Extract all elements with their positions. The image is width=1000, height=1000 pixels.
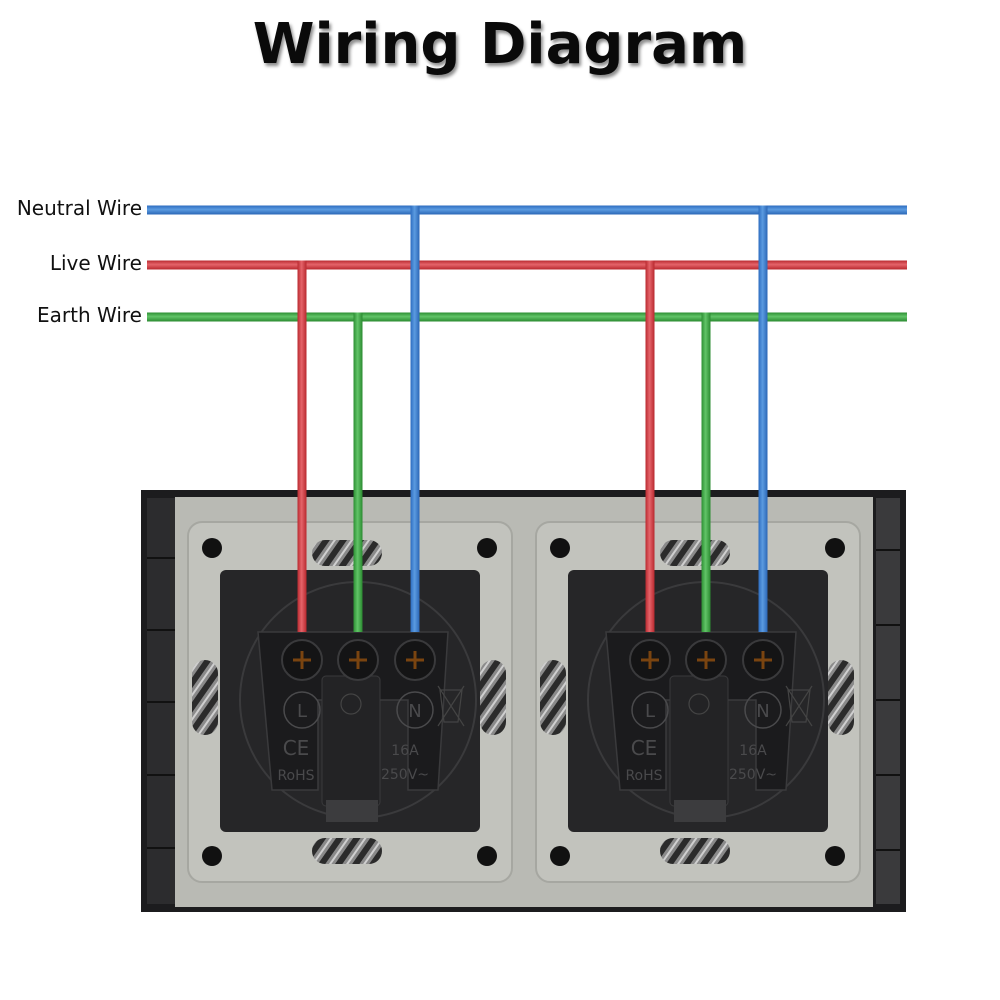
screw-hole (202, 846, 222, 866)
neutral-marking-ring (396, 691, 434, 729)
ce-marking: CE (283, 736, 310, 760)
voltage-rating: 250V~ (381, 767, 429, 783)
screw-slot (293, 651, 311, 669)
neutral-wire-label: Neutral Wire (16, 196, 142, 220)
live-wire-label: Live Wire (49, 251, 142, 275)
neutral-marking-ring (744, 691, 782, 729)
earth-bus-wire (147, 312, 907, 322)
ce-marking: CE (631, 736, 658, 760)
neutral-bus-wire (147, 205, 907, 215)
mounting-slot (312, 540, 382, 566)
live-drop-wire-1 (297, 260, 307, 632)
screw-slot (754, 651, 772, 669)
mounting-slot (660, 540, 730, 566)
current-rating: 16A (739, 743, 767, 759)
live-marking: L (297, 701, 307, 722)
weee-icon (785, 685, 813, 727)
screw-slot (697, 651, 715, 669)
voltage-rating: 250V~ (729, 767, 777, 783)
screw-hole (202, 538, 222, 558)
earth-wire-label: Earth Wire (37, 303, 142, 327)
live-marking-ring (283, 691, 321, 729)
mounting-slot (660, 838, 730, 864)
earth-tab (669, 675, 729, 807)
neutral-marking: N (756, 701, 769, 722)
mounting-slot (312, 838, 382, 864)
live-drop-wire-2 (645, 260, 655, 632)
earth-symbol (688, 693, 710, 715)
screw-slot (641, 651, 659, 669)
neutral-marking: N (408, 701, 421, 722)
rohs-marking: RoHS (625, 768, 662, 784)
earth-drop-wire-1 (353, 312, 363, 632)
screw-hole (825, 538, 845, 558)
earth-symbol (340, 693, 362, 715)
mounting-slot (540, 660, 566, 735)
earth-drop-wire-2 (701, 312, 711, 632)
earth-tab (321, 675, 381, 807)
screw-hole (550, 846, 570, 866)
screw-hole (477, 538, 497, 558)
bottom-tab (326, 800, 378, 822)
mounting-slot (192, 660, 218, 735)
screw-slot (406, 651, 424, 669)
live-marking: L (645, 701, 655, 722)
mounting-slot (828, 660, 854, 735)
page-title: Wiring Diagram (252, 12, 748, 77)
current-rating: 16A (391, 743, 419, 759)
screw-hole (825, 846, 845, 866)
bottom-tab (674, 800, 726, 822)
screw-hole (477, 846, 497, 866)
weee-icon (437, 685, 465, 727)
socket-module-1: L N CE RoHS 16A 250V~ (175, 497, 525, 907)
wires-layer (147, 205, 907, 632)
screw-hole (550, 538, 570, 558)
neutral-drop-wire-1 (410, 205, 420, 632)
screw-slot (349, 651, 367, 669)
live-bus-wire (147, 260, 907, 270)
rohs-marking: RoHS (277, 768, 314, 784)
live-marking-ring (631, 691, 669, 729)
neutral-drop-wire-2 (758, 205, 768, 632)
mounting-slot (480, 660, 506, 735)
socket-module-2: L N CE RoHS 16A 250V~ (523, 497, 873, 907)
